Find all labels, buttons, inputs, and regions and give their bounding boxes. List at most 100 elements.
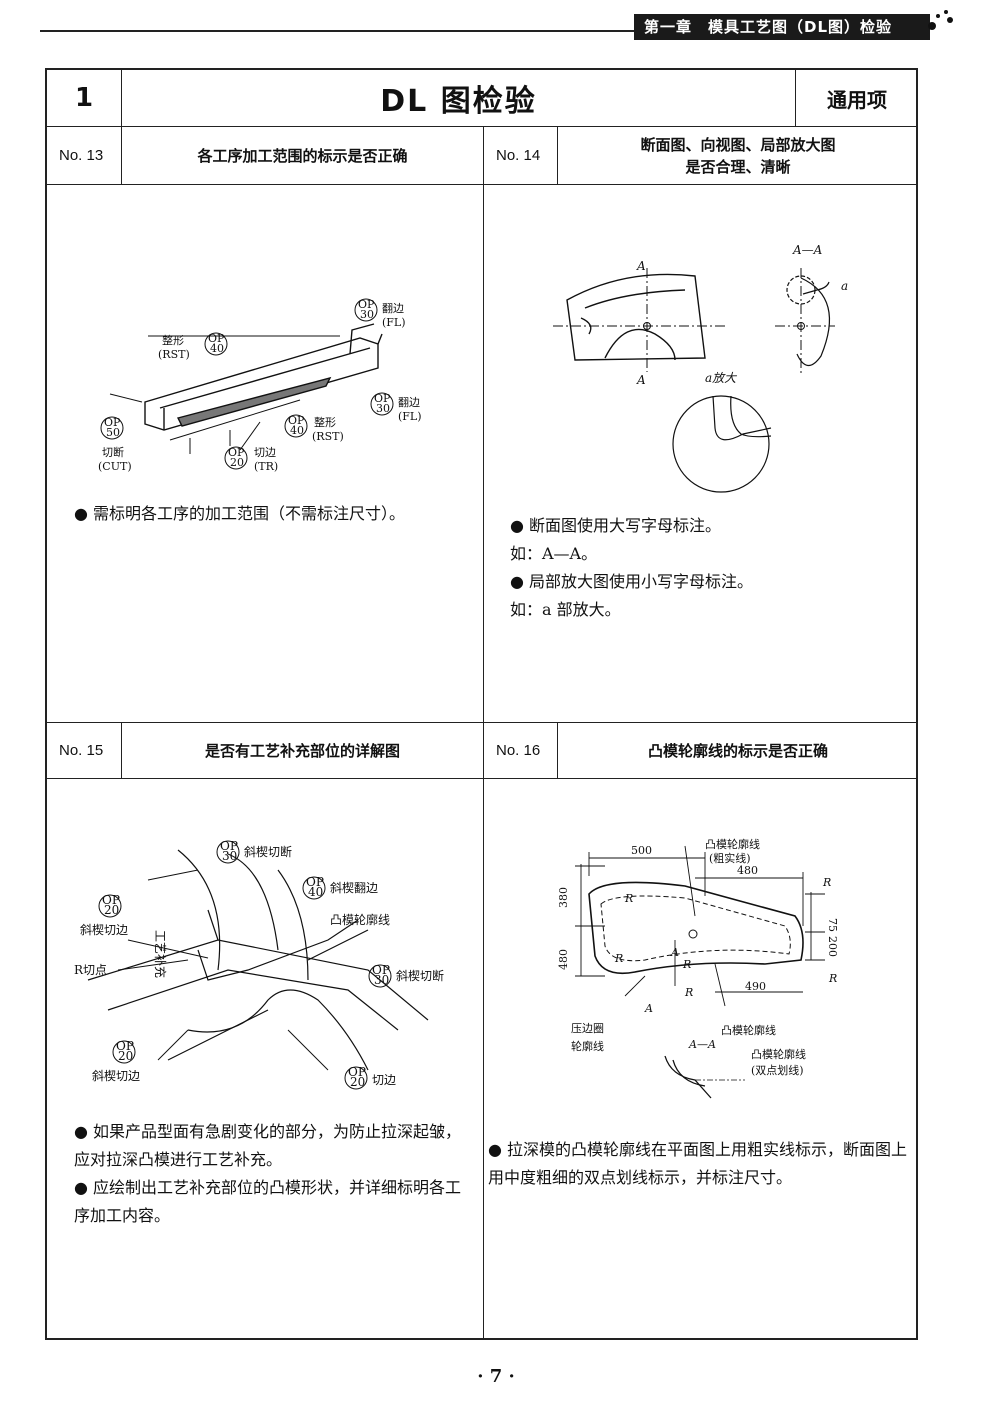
svg-text:OP: OP bbox=[208, 332, 225, 345]
svg-text:A—A: A—A bbox=[792, 243, 823, 257]
svg-text:R: R bbox=[822, 876, 831, 889]
section-14-notes: 断面图使用大写字母标注。 如：A—A。 局部放大图使用小写字母标注。 如：a 部… bbox=[510, 512, 900, 624]
section-16-number: No. 16 bbox=[483, 722, 557, 778]
section-16-figure: 凸模轮廓线 (粗实线) 500 480 380 480 75 200 490 R… bbox=[557, 837, 839, 1099]
svg-text:斜楔翻边: 斜楔翻边 bbox=[330, 881, 378, 895]
svg-text:斜楔切断: 斜楔切断 bbox=[244, 844, 292, 859]
svg-text:480: 480 bbox=[737, 864, 758, 877]
svg-text:490: 490 bbox=[745, 980, 766, 993]
svg-text:R: R bbox=[684, 986, 693, 999]
svg-text:OP: OP bbox=[348, 1065, 366, 1079]
op30-top-label: OP bbox=[358, 298, 375, 311]
svg-text:20: 20 bbox=[118, 1049, 133, 1063]
svg-text:R切点: R切点 bbox=[74, 963, 107, 977]
svg-text:A: A bbox=[636, 373, 646, 387]
svg-text:40: 40 bbox=[290, 424, 304, 437]
svg-text:(粗实线): (粗实线) bbox=[709, 851, 751, 865]
svg-text:OP: OP bbox=[288, 414, 305, 427]
section-15-number: No. 15 bbox=[47, 722, 121, 778]
svg-text:20: 20 bbox=[230, 456, 244, 469]
svg-text:切边: 切边 bbox=[254, 446, 276, 459]
section-15-notes: 如果产品型面有急剧变化的部分，为防止拉深起皱，应对拉深凸模进行工艺补充。 应绘制… bbox=[74, 1118, 470, 1230]
svg-text:翻边: 翻边 bbox=[382, 301, 404, 315]
svg-text:OP: OP bbox=[116, 1039, 134, 1053]
svg-text:20: 20 bbox=[350, 1075, 365, 1089]
svg-text:(双点划线): (双点划线) bbox=[751, 1063, 804, 1077]
svg-text:R: R bbox=[828, 972, 837, 985]
svg-text:R: R bbox=[614, 952, 623, 965]
section-13-title: 各工序加工范围的标示是否正确 bbox=[121, 126, 483, 184]
svg-text:(RST): (RST) bbox=[312, 430, 344, 443]
section-14-body bbox=[483, 184, 918, 722]
svg-text:R: R bbox=[624, 892, 633, 905]
svg-text:整形: 整形 bbox=[314, 415, 336, 429]
svg-text:整形: 整形 bbox=[162, 333, 184, 347]
svg-text:(TR): (TR) bbox=[254, 460, 278, 473]
svg-text:a: a bbox=[841, 279, 848, 293]
svg-text:(FL): (FL) bbox=[382, 316, 406, 329]
svg-text:轮廓线: 轮廓线 bbox=[571, 1039, 604, 1053]
svg-text:斜楔切断: 斜楔切断 bbox=[396, 968, 444, 983]
chapter-banner: 第一章 模具工艺图（DL图）检验 bbox=[634, 14, 930, 40]
svg-text:OP: OP bbox=[102, 893, 120, 907]
svg-text:40: 40 bbox=[308, 885, 323, 899]
svg-text:OP: OP bbox=[372, 963, 390, 977]
inspection-sheet: 1 DL 图检验 通用项 No. 13 各工序加工范围的标示是否正确 No. 1… bbox=[45, 68, 918, 1340]
svg-text:OP: OP bbox=[374, 392, 391, 405]
section-16-notes: 拉深模的凸模轮廓线在平面图上用粗实线标示，断面图上用中度粗细的双点划线标示，并标… bbox=[488, 1136, 908, 1192]
svg-text:斜楔切边: 斜楔切边 bbox=[92, 1069, 140, 1083]
svg-text:(CUT): (CUT) bbox=[98, 460, 132, 473]
category-tag: 通用项 bbox=[795, 70, 918, 126]
svg-text:500: 500 bbox=[631, 844, 652, 857]
svg-text:40: 40 bbox=[210, 342, 224, 355]
svg-text:20: 20 bbox=[104, 903, 119, 917]
svg-text:A: A bbox=[670, 946, 679, 959]
section-14-figure: A—A A A a a放大 bbox=[553, 243, 848, 493]
section-13-number: No. 13 bbox=[47, 126, 121, 184]
svg-text:OP: OP bbox=[220, 839, 238, 853]
svg-text:翻边: 翻边 bbox=[398, 395, 420, 409]
section-13-body bbox=[47, 184, 483, 722]
svg-text:OP: OP bbox=[228, 446, 245, 459]
page-title: DL 图检验 bbox=[121, 70, 795, 126]
svg-text:30: 30 bbox=[360, 308, 374, 321]
section-14-title: 断面图、向视图、局部放大图 是否合理、清晰 bbox=[557, 126, 918, 184]
section-13-notes: 需标明各工序的加工范围（不需标注尺寸）。 bbox=[74, 500, 454, 528]
svg-text:30: 30 bbox=[376, 402, 390, 415]
svg-text:凸模轮廓线: 凸模轮廓线 bbox=[705, 837, 760, 851]
svg-text:R: R bbox=[682, 958, 691, 971]
svg-text:A: A bbox=[636, 259, 646, 273]
svg-text:OP: OP bbox=[104, 416, 121, 429]
svg-text:30: 30 bbox=[222, 849, 237, 863]
svg-text:480: 480 bbox=[557, 949, 570, 970]
svg-text:(FL): (FL) bbox=[398, 410, 422, 423]
svg-text:切边: 切边 bbox=[372, 1073, 396, 1087]
svg-text:A: A bbox=[644, 1002, 653, 1015]
section-15-title: 是否有工艺补充部位的详解图 bbox=[121, 722, 483, 778]
page-number: · 7 · bbox=[477, 1366, 515, 1387]
item-number: 1 bbox=[74, 83, 94, 113]
svg-text:50: 50 bbox=[106, 426, 120, 439]
svg-text:a放大: a放大 bbox=[705, 371, 737, 385]
svg-text:凸模轮廓线: 凸模轮廓线 bbox=[751, 1047, 806, 1061]
section-14-number: No. 14 bbox=[483, 126, 557, 184]
svg-text:A—A: A—A bbox=[688, 1038, 716, 1051]
svg-text:380: 380 bbox=[557, 887, 570, 908]
svg-text:凸模轮廓线: 凸模轮廓线 bbox=[721, 1023, 776, 1037]
svg-text:工艺补充: 工艺补充 bbox=[153, 930, 168, 978]
section-16-title: 凸模轮廓线的标示是否正确 bbox=[557, 722, 918, 778]
svg-text:斜楔切边: 斜楔切边 bbox=[80, 923, 128, 937]
svg-text:OP: OP bbox=[306, 875, 324, 889]
svg-text:(RST): (RST) bbox=[158, 348, 190, 361]
svg-text:凸模轮廓线: 凸模轮廓线 bbox=[330, 912, 390, 927]
svg-text:切断: 切断 bbox=[102, 445, 124, 459]
svg-text:75: 75 bbox=[826, 918, 839, 932]
section-15-body bbox=[47, 778, 483, 1338]
svg-text:压边圈: 压边圈 bbox=[571, 1022, 604, 1035]
section-16-body bbox=[483, 778, 918, 1338]
header-rule bbox=[40, 30, 642, 32]
svg-text:200: 200 bbox=[826, 936, 839, 957]
svg-text:30: 30 bbox=[374, 973, 389, 987]
